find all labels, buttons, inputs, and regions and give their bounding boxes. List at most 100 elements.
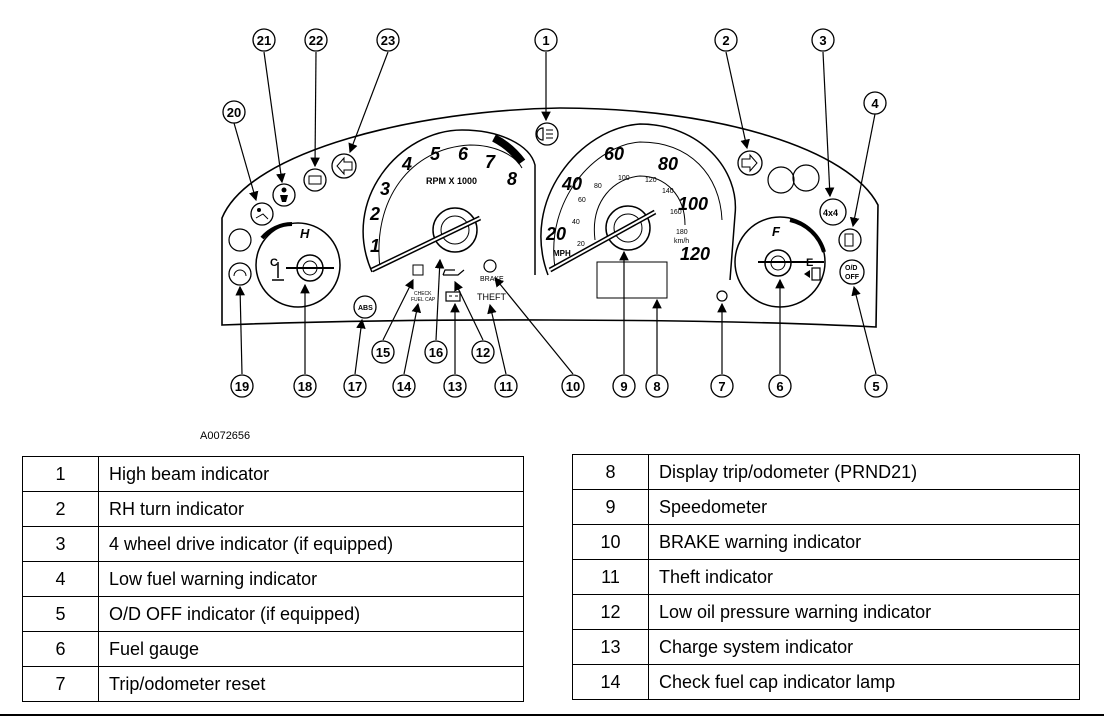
speed-mph-label: MPH [553,249,571,258]
legend-text: BRAKE warning indicator [648,524,1080,560]
figure-id: A0072656 [200,430,251,442]
theft-label: THEFT [477,292,506,302]
legend-number: 11 [572,559,649,595]
speed-inner-tick: 20 [577,241,585,248]
callout: 7 [710,374,734,398]
speed-inner-tick: 100 [618,175,630,182]
callout: 4 [863,91,887,115]
speed-outer-tick: 40 [561,174,582,194]
blank-indicator [792,164,820,192]
callout: 12 [471,340,495,364]
legend-text: Low fuel warning indicator [98,561,524,597]
seatbelt-icon [272,183,296,207]
fourx4-label: 4x4 [823,208,838,218]
engine-temp-warning-icon [412,264,424,276]
tach-tick-label: 5 [430,144,441,164]
legend-text: 4 wheel drive indicator (if equipped) [98,526,524,562]
temperature-gauge: H C [255,222,341,308]
legend-number: 1 [22,456,99,492]
callout: 9 [612,374,636,398]
four-wheel-drive-indicator: 4x4 [819,198,847,226]
callout-number: 10 [566,379,580,394]
legend-text: RH turn indicator [98,491,524,527]
airbag-icon [250,202,274,226]
oil-can-icon [442,269,465,276]
speed-inner-tick: 160 [670,209,682,216]
tach-tick-label: 2 [369,204,380,224]
abs-label: ABS [358,305,373,312]
callout-number: 18 [298,379,312,394]
high-beam-icon [535,122,559,146]
callout: 3 [811,28,835,52]
callout: 1 [534,28,558,52]
callout: 18 [293,374,317,398]
low-fuel-icon [838,228,862,252]
legend-number: 13 [572,629,649,665]
callout-number: 12 [476,345,490,360]
speed-outer-tick: 120 [680,244,710,264]
brake-indicator: BRAKE [480,259,504,283]
legend-number: 4 [22,561,99,597]
callout: 22 [304,28,328,52]
callout: 11 [494,374,518,398]
speed-kmh-label: km/h [674,238,689,245]
callout: 21 [252,28,276,52]
callout: 5 [864,374,888,398]
callout-number: 5 [872,379,879,394]
check-fuel-cap-line1: CHECK [414,291,432,297]
speed-inner-tick: 40 [572,219,580,226]
fuel-f-label: F [772,224,781,239]
battery-icon [445,291,461,302]
speed-outer-tick: 100 [678,194,708,214]
legend-number: 3 [22,526,99,562]
speed-inner-tick: 60 [578,197,586,204]
legend-text: Check fuel cap indicator lamp [648,664,1080,700]
callout: 2 [714,28,738,52]
callout-number: 22 [309,33,323,48]
callout-number: 21 [257,33,271,48]
legend-number: 9 [572,489,649,525]
callout: 8 [645,374,669,398]
callout: 19 [230,374,254,398]
callout: 20 [222,100,246,124]
callout-number: 13 [448,379,462,394]
legend-text: Trip/odometer reset [98,666,524,702]
legend-text: Charge system indicator [648,629,1080,665]
check-engine-icon [303,168,327,192]
trip-reset-button [716,290,728,302]
legend-number: 12 [572,594,649,630]
callout: 17 [343,374,367,398]
legend-text: Display trip/odometer (PRND21) [648,454,1080,490]
check-fuel-cap-line2: FUEL CAP [411,297,436,303]
callout: 14 [392,374,416,398]
legend-text: Speedometer [648,489,1080,525]
speed-inner-tick: 180 [676,229,688,236]
callout-number: 11 [499,379,513,394]
legend-number: 14 [572,664,649,700]
tach-tick-label: 3 [380,179,390,199]
coolant-temp-icon [272,262,284,281]
legend-text: Low oil pressure warning indicator [648,594,1080,630]
odometer-display [596,261,668,299]
bottom-rule [0,714,1104,716]
callout-number: 16 [429,345,443,360]
speed-outer-tick: 20 [545,224,566,244]
speed-inner-tick: 140 [662,188,674,195]
callout: 16 [424,340,448,364]
fuel-gauge: F E [734,216,826,308]
tach-tick-label: 4 [401,154,412,174]
callout: 13 [443,374,467,398]
temp-c-label: C [270,257,278,269]
callout: 15 [371,340,395,364]
legend-number: 7 [22,666,99,702]
callout-number: 2 [722,33,729,48]
callout-number: 15 [376,345,390,360]
